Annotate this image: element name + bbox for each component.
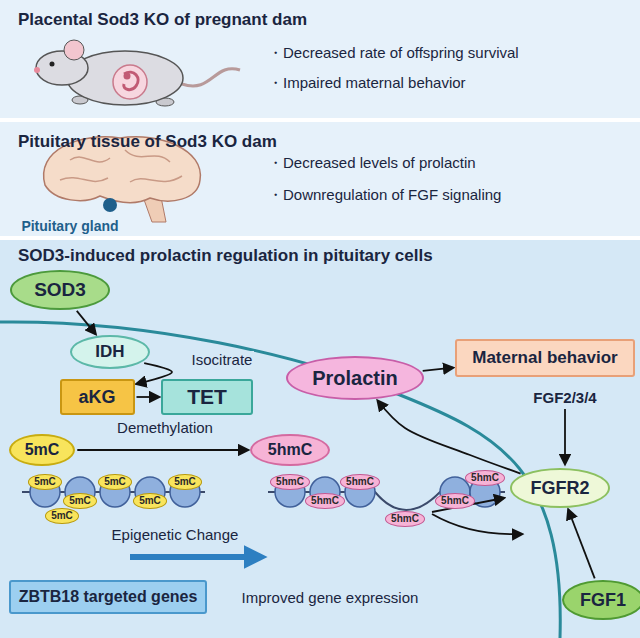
bullet-text: ・Decreased rate of offspring survival	[268, 44, 519, 61]
hydroxymethyl-badge: 5hmC	[465, 470, 505, 486]
hydroxymethyl-badge: 5hmC	[305, 493, 345, 509]
arrow-connector	[77, 449, 248, 451]
methyl-badge: 5mC	[168, 474, 202, 490]
hydroxymethyl-badge: 5hmC	[435, 493, 475, 509]
panel-title: Pituitary tissue of Sod3 KO dam	[18, 132, 277, 152]
metabolite-box: aKG	[60, 379, 135, 415]
mark-ellipse: 5hmC	[250, 434, 330, 466]
brain-illustration	[44, 137, 201, 222]
methyl-badge: 5mC	[98, 474, 132, 490]
process-label: Epigenetic Change	[112, 526, 239, 543]
mouse-illustration	[34, 40, 240, 106]
node-label: IDH	[95, 342, 124, 362]
node-label: SOD3	[34, 279, 86, 301]
arrow-connector	[137, 396, 160, 398]
node-label: 5hmC	[268, 441, 312, 459]
panel-title: SOD3-induced prolactin regulation in pit…	[18, 246, 433, 266]
node-label: Prolactin	[312, 367, 398, 390]
node-label: FGFR2	[530, 478, 589, 499]
bullet-text: ・Downregulation of FGF signaling	[268, 186, 501, 203]
arrow-connector	[77, 311, 96, 334]
node-label: FGF1	[580, 590, 626, 611]
gene-box: ZBTB18 targeted genes	[9, 580, 208, 614]
enzyme-box: TET	[161, 379, 253, 415]
panel-title: Placental Sod3 KO of pregnant dam	[18, 10, 307, 30]
receptor-ellipse: FGFR2	[510, 468, 611, 508]
outcome-box: Maternal behavior	[455, 339, 635, 377]
edge-label: Isocitrate	[190, 351, 255, 368]
node-label: TET	[187, 385, 227, 409]
mechanism-panel: SOD3-induced prolactin regulation in pit…	[0, 240, 640, 638]
arrow-connector	[137, 363, 173, 384]
summary-panel: Placental Sod3 KO of pregnant dam ・Decrea…	[0, 0, 640, 118]
cell-membrane	[0, 322, 560, 638]
methyl-badge: 5mC	[28, 474, 62, 490]
ligand-ellipse: FGF1	[562, 580, 640, 620]
protein-ellipse: SOD3	[10, 270, 110, 310]
node-label: Maternal behavior	[472, 348, 618, 368]
hydroxymethyl-badge: 5hmC	[270, 474, 310, 490]
chromatin	[22, 409, 565, 557]
hormone-ellipse: Prolactin	[286, 356, 424, 400]
enzyme-ellipse: IDH	[70, 335, 150, 369]
mark-ellipse: 5mC	[9, 434, 76, 466]
process-label: Improved gene expression	[242, 589, 419, 606]
ligand-label: FGF2/3/4	[533, 389, 596, 406]
node-label: aKG	[78, 387, 115, 408]
arrow-connector	[423, 368, 453, 371]
arrow-connector	[378, 401, 521, 474]
edge-label: Demethylation	[115, 419, 215, 436]
methyl-badge: 5mC	[63, 493, 97, 509]
arrow-connector	[568, 510, 594, 579]
node-label: ZBTB18 targeted genes	[19, 588, 198, 606]
methyl-badge: 5mC	[45, 508, 79, 524]
bullet-text: ・Impaired maternal behavior	[268, 74, 466, 91]
hydroxymethyl-badge: 5hmC	[385, 511, 425, 527]
part-label: Pituitary gland	[21, 218, 118, 234]
methyl-badge: 5mC	[133, 493, 167, 509]
node-label: 5mC	[25, 441, 60, 459]
bullet-text: ・Decreased levels of prolactin	[268, 154, 476, 171]
hydroxymethyl-badge: 5hmC	[340, 474, 380, 490]
